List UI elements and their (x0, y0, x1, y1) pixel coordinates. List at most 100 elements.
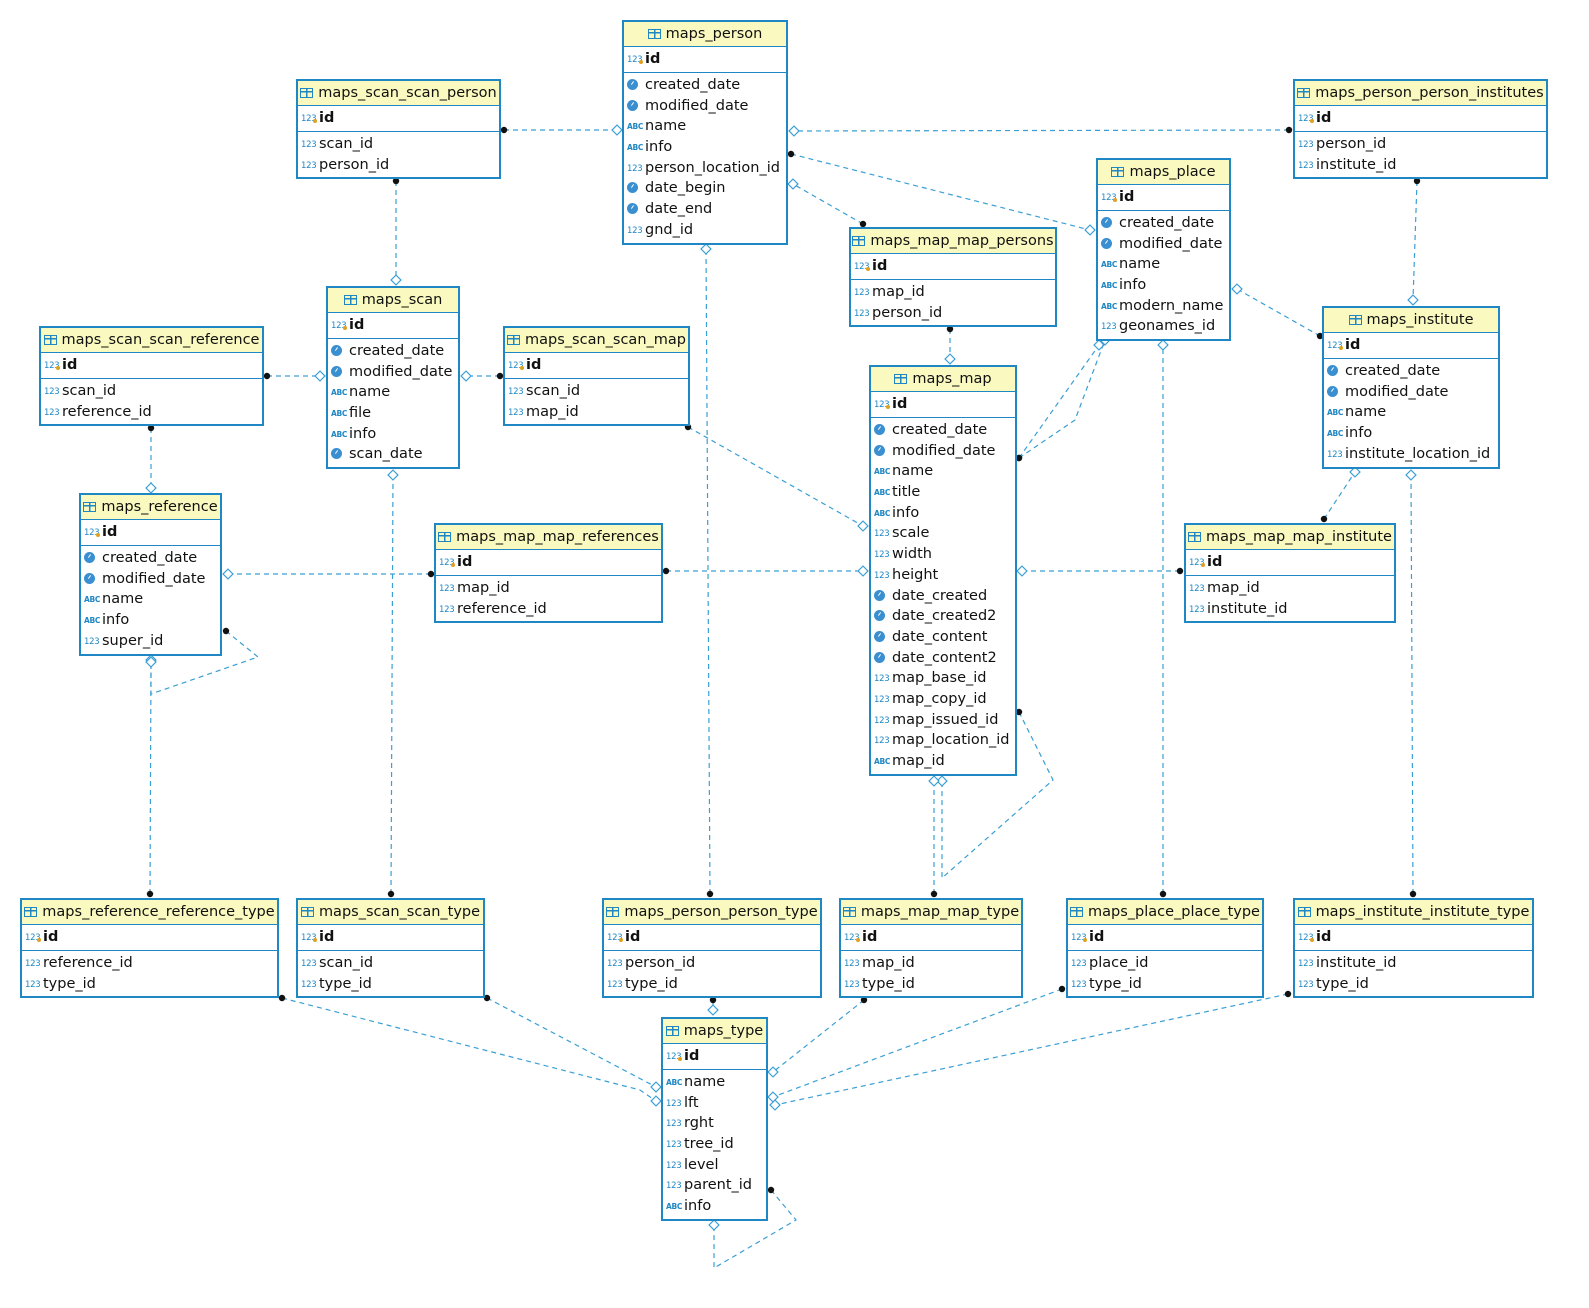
column-name: modern_name (1119, 297, 1224, 314)
column-name: date_created (892, 587, 988, 604)
number-123-icon: 123 (1327, 449, 1343, 460)
abc-text-icon: ABC (627, 143, 644, 153)
entity-title: maps_institute_institute_type (1315, 904, 1530, 920)
number-123-icon: 123 (666, 1140, 682, 1151)
key-number-icon: 123 (508, 354, 526, 379)
pk-endpoint-diamond (936, 775, 948, 787)
pk-endpoint-diamond (708, 1219, 720, 1231)
column-name: created_date (1345, 363, 1441, 379)
table-icon (507, 335, 521, 345)
clock-icon (1101, 237, 1112, 249)
column-name: id (684, 1048, 700, 1064)
fk-endpoint-dot (278, 994, 286, 1002)
table-icon (842, 907, 856, 917)
fk-endpoint-dot (500, 126, 508, 134)
column-name: info (1119, 277, 1147, 294)
column-name: date_end (645, 201, 713, 218)
key-number-icon: 123 (331, 314, 349, 339)
column-name: id (1316, 929, 1332, 945)
abc-text-icon: ABC (84, 616, 101, 626)
relationship-line (772, 999, 865, 1073)
number-123-icon: 123 (627, 163, 643, 174)
entity-header: maps_institute_institute_type (1295, 900, 1532, 925)
column-row: created_date (1098, 213, 1229, 234)
entity-header: maps_map_map_type (841, 900, 1021, 925)
number-123-icon: 123 (874, 736, 890, 747)
pk-endpoint-diamond (390, 274, 402, 286)
entity-title: maps_person_person_type (624, 904, 818, 920)
pk-endpoint-diamond (1016, 565, 1028, 577)
fk-endpoint-dot (1058, 985, 1066, 993)
entity-header: maps_scan_scan_type (298, 900, 483, 925)
column-name: date_begin (645, 180, 726, 197)
column-row: date_created (871, 586, 1015, 607)
clock-icon (331, 448, 342, 460)
pk-endpoint-diamond (767, 1091, 779, 1103)
column-name: reference_id (43, 955, 133, 971)
number-123-icon: 123 (627, 225, 643, 236)
column-name: id (1345, 337, 1361, 353)
fk-endpoint-dot (146, 890, 154, 898)
number-123-icon: 123 (1071, 959, 1087, 969)
clock-icon (627, 79, 638, 90)
column-name: name (684, 1074, 726, 1090)
key-number-icon: 123 (844, 926, 862, 951)
column-name: id (62, 357, 78, 373)
key-number-icon: 123 (627, 48, 645, 73)
pk-endpoint-diamond (387, 469, 399, 481)
clock-icon (874, 589, 885, 601)
column-name: id (526, 357, 542, 373)
column-name: type_id (43, 975, 96, 992)
relationship-line (790, 153, 1091, 231)
column-name: type_id (625, 975, 678, 992)
column-name: person_id (319, 156, 390, 173)
column-name: modified_date (1119, 235, 1223, 252)
pk-endpoint-diamond (1407, 294, 1419, 306)
number-123-icon: 123 (666, 1181, 682, 1192)
column-name: date_created2 (892, 608, 997, 625)
column-row: created_date (328, 341, 458, 362)
entity-header: maps_map (871, 367, 1015, 392)
entity-title: maps_map_map_type (860, 904, 1020, 920)
key-number-icon: 123 (44, 354, 62, 379)
number-123-icon: 123 (301, 979, 317, 990)
number-123-icon: 123 (25, 959, 41, 969)
column-name: id (457, 554, 473, 570)
column-name: map_id (457, 580, 510, 596)
abc-text-icon: ABC (1101, 281, 1118, 291)
column-name: info (645, 139, 673, 156)
column-name: id (862, 929, 878, 945)
